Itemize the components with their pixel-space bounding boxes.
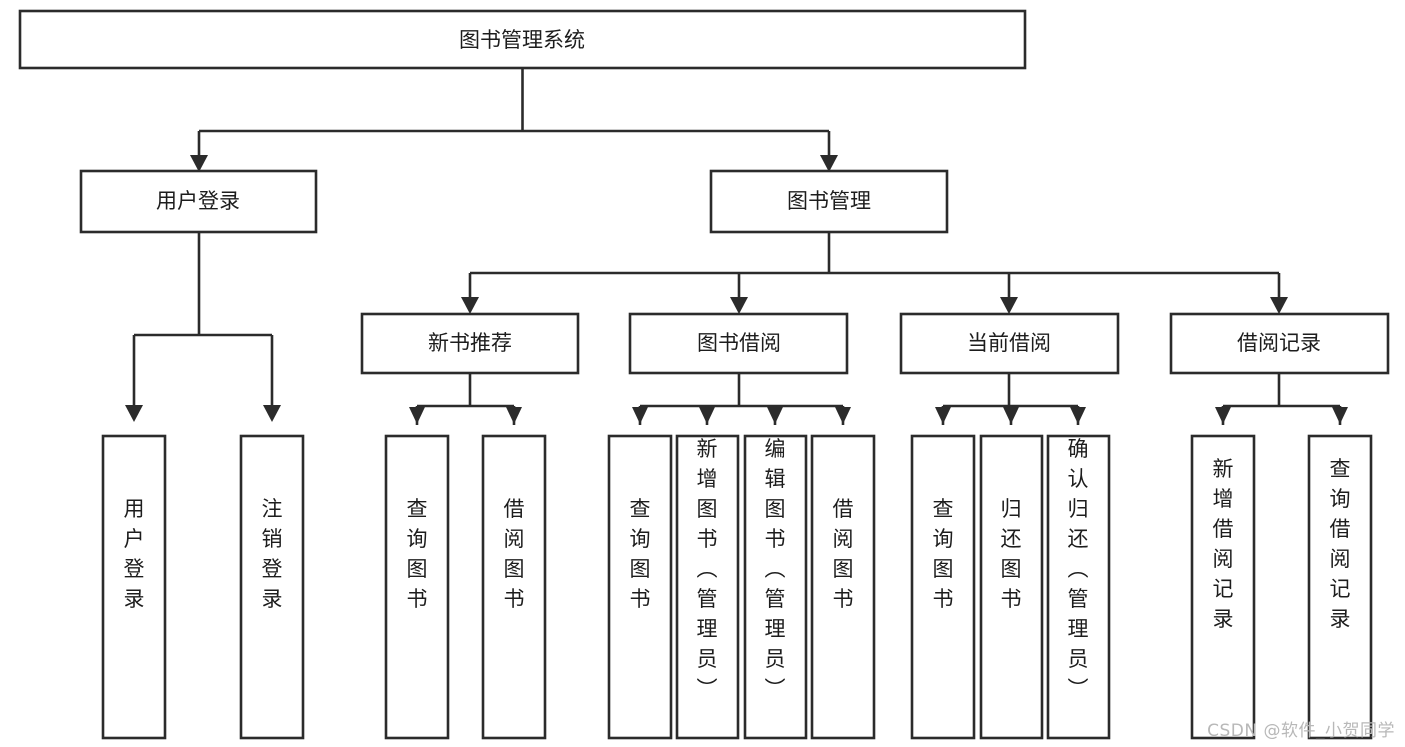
arrowhead-icon-bb-leaf-3 [767,407,783,424]
arrowhead-icon-cb-leaf-1 [935,407,951,424]
node-current-borrow-box[interactable] [899,312,1120,375]
arrowhead-icon-br-leaf-2 [1332,407,1348,424]
leaf-book-borrow-1-box[interactable] [607,434,673,740]
leaf-current-borrow-3[interactable]: 确认归还︵管理员︶ [1046,434,1111,740]
leaf-user-login-1-label: 用户登录 [124,497,145,611]
leaf-new-book-1-label: 查询图书 [407,497,428,611]
leaf-book-borrow-4-box[interactable] [810,434,876,740]
node-new-book-recommend-label: 新书推荐 [428,331,512,355]
arrowhead-icon-nb-leaf-1 [409,407,425,424]
node-new-book-recommend-box[interactable] [360,312,580,375]
leaf-new-book-2-label: 借阅图书 [504,497,525,611]
arrowheads-group [125,155,1348,424]
leaf-book-borrow-1-label: 查询图书 [630,497,651,611]
leaf-book-borrow-4-label: 借阅图书 [833,497,854,611]
leaf-user-login-1-box[interactable] [101,434,167,740]
node-user-login-box[interactable] [79,169,318,234]
node-book-manage[interactable]: 图书管理 [709,169,949,234]
leaf-user-login-2[interactable]: 注销登录 [239,434,305,740]
leaf-book-borrow-2-box[interactable] [675,434,740,740]
leaf-book-borrow-4[interactable]: 借阅图书 [810,434,876,740]
arrowhead-icon-user-login [190,155,208,172]
node-current-borrow[interactable]: 当前借阅 [899,312,1120,375]
node-book-borrow[interactable]: 图书借阅 [628,312,849,375]
node-book-manage-box[interactable] [709,169,949,234]
arrowhead-icon-book-borrow [730,297,748,314]
node-user-login-label: 用户登录 [156,189,240,213]
node-new-book-recommend[interactable]: 新书推荐 [360,312,580,375]
leaf-new-book-2-box[interactable] [481,434,547,740]
leaf-user-login-1[interactable]: 用户登录 [101,434,167,740]
arrowhead-icon-book-manage [820,155,838,172]
leaf-book-borrow-2[interactable]: 新增图书︵管理员︶ [675,434,740,740]
leaf-borrow-record-2[interactable]: 查询借阅记录 [1307,434,1373,740]
leaf-borrow-record-1[interactable]: 新增借阅记录 [1190,434,1256,740]
node-root[interactable]: 图书管理系统 [18,9,1027,70]
leaf-borrow-record-2-label: 查询借阅记录 [1330,457,1351,631]
node-current-borrow-label: 当前借阅 [967,331,1051,355]
leaf-borrow-record-1-box[interactable] [1190,434,1256,740]
leaf-current-borrow-2-label: 归还图书 [1001,497,1022,611]
node-book-borrow-label: 图书借阅 [697,331,781,355]
leaf-current-borrow-1-box[interactable] [910,434,976,740]
arrowhead-icon-nb-leaf-2 [506,407,522,424]
leaf-current-borrow-3-label: 确认归还︵管理员︶ [1068,437,1089,701]
node-root-label: 图书管理系统 [459,28,585,52]
node-borrow-record[interactable]: 借阅记录 [1169,312,1390,375]
arrowhead-icon-new-book [461,297,479,314]
leaf-user-login-2-label: 注销登录 [262,497,283,611]
leaf-book-borrow-3[interactable]: 编辑图书︵管理员︶ [743,434,808,740]
arrowhead-icon-borrow-record [1270,297,1288,314]
leaf-user-login-2-box[interactable] [239,434,305,740]
node-borrow-record-box[interactable] [1169,312,1390,375]
node-borrow-record-label: 借阅记录 [1237,331,1321,355]
node-book-borrow-box[interactable] [628,312,849,375]
leaf-borrow-record-2-box[interactable] [1307,434,1373,740]
arrowhead-icon-cb-leaf-3 [1070,407,1086,424]
leaf-current-borrow-1-label: 查询图书 [933,497,954,611]
leaf-current-borrow-1[interactable]: 查询图书 [910,434,976,740]
arrowhead-icon-bb-leaf-2 [699,407,715,424]
arrowhead-icon-cb-leaf-2 [1003,407,1019,424]
leaf-book-borrow-2-label: 新增图书︵管理员︶ [697,437,718,701]
arrowhead-icon-current-borrow [1000,297,1018,314]
arrowhead-icon-br-leaf-1 [1215,407,1231,424]
node-user-login[interactable]: 用户登录 [79,169,318,234]
leaf-book-borrow-3-box[interactable] [743,434,808,740]
arrowhead-icon-ul-leaf-1 [125,405,143,422]
arrowhead-icon-bb-leaf-1 [632,407,648,424]
arrowhead-icon-bb-leaf-4 [835,407,851,424]
leaf-new-book-2[interactable]: 借阅图书 [481,434,547,740]
leaf-borrow-record-1-label: 新增借阅记录 [1213,457,1234,631]
leaf-new-book-1-box[interactable] [384,434,450,740]
leaf-current-borrow-3-box[interactable] [1046,434,1111,740]
leaf-current-borrow-2[interactable]: 归还图书 [979,434,1044,740]
arrowhead-icon-ul-leaf-2 [263,405,281,422]
leaf-new-book-1[interactable]: 查询图书 [384,434,450,740]
leaf-book-borrow-3-label: 编辑图书︵管理员︶ [765,437,786,701]
leaf-current-borrow-2-box[interactable] [979,434,1044,740]
leaf-book-borrow-1[interactable]: 查询图书 [607,434,673,740]
node-root-box[interactable] [18,9,1027,70]
node-book-manage-label: 图书管理 [787,189,871,213]
